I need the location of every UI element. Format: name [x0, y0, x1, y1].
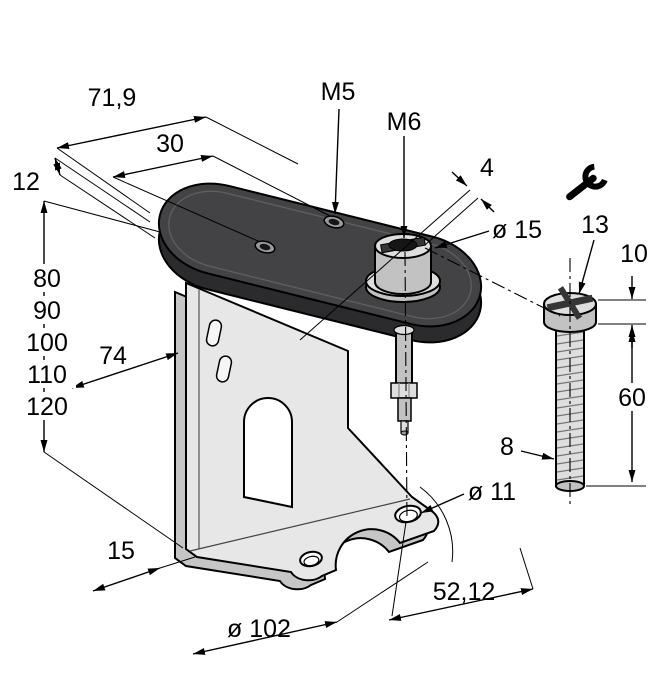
label-10: 10 [620, 240, 648, 268]
boss-cylinder [374, 246, 432, 295]
label-height-80: 80 [33, 265, 61, 293]
centerlines [404, 247, 571, 521]
stud-lower [397, 397, 412, 422]
label-30: 30 [156, 130, 184, 158]
bracket-face [185, 281, 440, 582]
m5-hole-right [323, 215, 345, 229]
stud-top [393, 324, 415, 336]
label-height-120: 120 [26, 393, 68, 421]
label-dia11: ø 11 [468, 478, 516, 506]
wall-slot-lower [215, 355, 233, 383]
label-m5: M5 [321, 78, 356, 106]
m6-hole [388, 238, 418, 252]
label-8: 8 [500, 433, 514, 461]
label-backgrounds [18, 264, 652, 420]
label-height-110: 110 [27, 361, 67, 389]
wall-slot-upper [205, 319, 223, 347]
dimension-labels: 71,9 30 12 M5 M6 4 ø 15 13 10 80 90 100 … [12, 78, 648, 643]
dia102-arc [419, 486, 454, 563]
label-height-100: 100 [26, 329, 68, 357]
label-m6: M6 [387, 108, 422, 136]
label-74: 74 [99, 342, 127, 370]
stud-body [395, 329, 413, 385]
dimension-lines [40, 108, 636, 655]
m5-hole-left [254, 240, 276, 254]
label-height-90: 90 [33, 297, 61, 325]
label-dia15: ø 15 [492, 216, 542, 244]
label-71-9: 71,9 [88, 84, 137, 112]
threaded-boss [365, 233, 441, 303]
wall-cutout [243, 397, 293, 509]
label-15: 15 [107, 537, 135, 565]
foot-hole-front [299, 550, 323, 568]
bracket-foot-bend-line [189, 498, 411, 552]
mounting-bracket [174, 281, 440, 591]
wrench-icon [566, 163, 608, 201]
label-dia102: ø 102 [227, 615, 291, 643]
label-4: 4 [480, 154, 494, 182]
stud-nut [390, 382, 418, 399]
label-52-12: 52,12 [433, 578, 496, 606]
label-60: 60 [618, 384, 646, 412]
foot-hole-dia11 [394, 504, 422, 524]
label-12: 12 [12, 168, 40, 196]
extension-lines [43, 116, 646, 623]
label-13: 13 [581, 211, 609, 239]
stud-assembly [390, 324, 418, 436]
